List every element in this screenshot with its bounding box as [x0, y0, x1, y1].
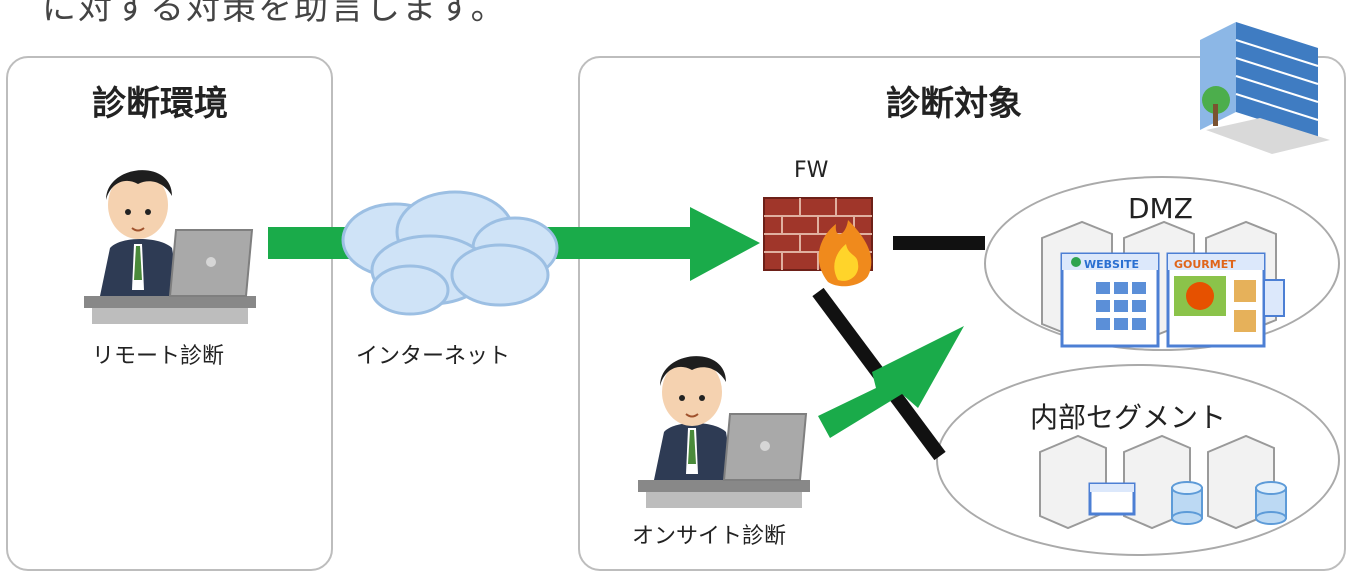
- cloud-icon: [341, 190, 559, 316]
- remote-diagnosis-label: リモート診断: [92, 344, 225, 369]
- internal-segment-label: 内部セグメント: [1030, 401, 1227, 434]
- onsite-person-icon: [638, 356, 810, 508]
- website-window-icon: WEBSITE: [1060, 252, 1160, 348]
- gourmet-text: GOURMET: [1174, 258, 1236, 271]
- internal-servers-icon: [1039, 434, 1287, 530]
- remote-person-icon: [84, 170, 256, 324]
- database-icon-2: [1255, 481, 1287, 525]
- diagnosis-environment-title: 診断環境: [92, 84, 228, 124]
- firewall-icon: [763, 197, 873, 287]
- header-text: に対する対策を助言します。: [42, 0, 507, 28]
- dmz-label: DMZ: [1128, 192, 1193, 225]
- diagnosis-target-title: 診断対象: [886, 84, 1022, 124]
- onsite-diagnosis-label: オンサイト診断: [632, 524, 787, 549]
- gourmet-window-icon: GOURMET: [1166, 252, 1285, 348]
- database-icon: [1171, 481, 1203, 525]
- building-icon: [1200, 22, 1330, 154]
- onsite-to-dmz-arrow: [818, 326, 964, 438]
- fw-label: FW: [794, 158, 829, 183]
- internet-label: インターネット: [356, 344, 511, 369]
- website-text: WEBSITE: [1084, 258, 1139, 271]
